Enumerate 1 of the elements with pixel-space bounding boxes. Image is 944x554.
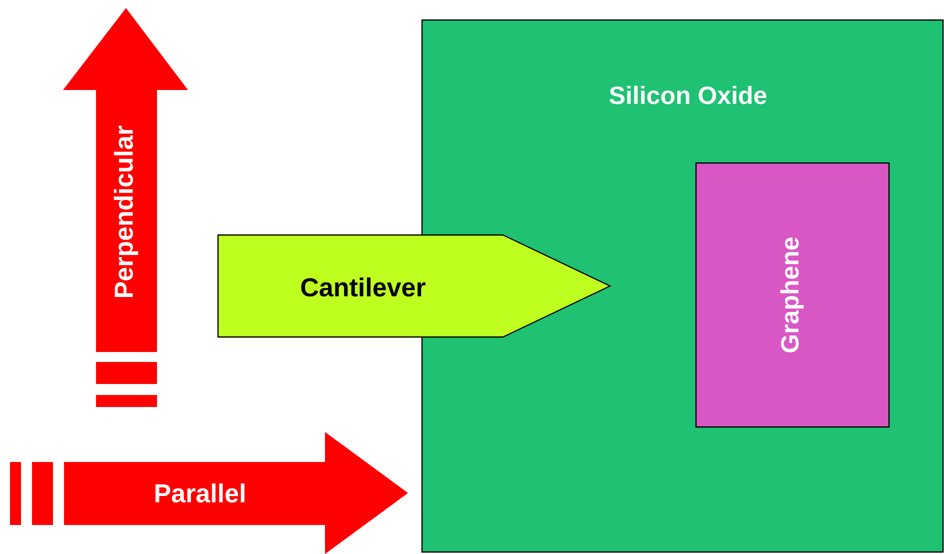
flake-box: Graphene	[695, 162, 890, 428]
